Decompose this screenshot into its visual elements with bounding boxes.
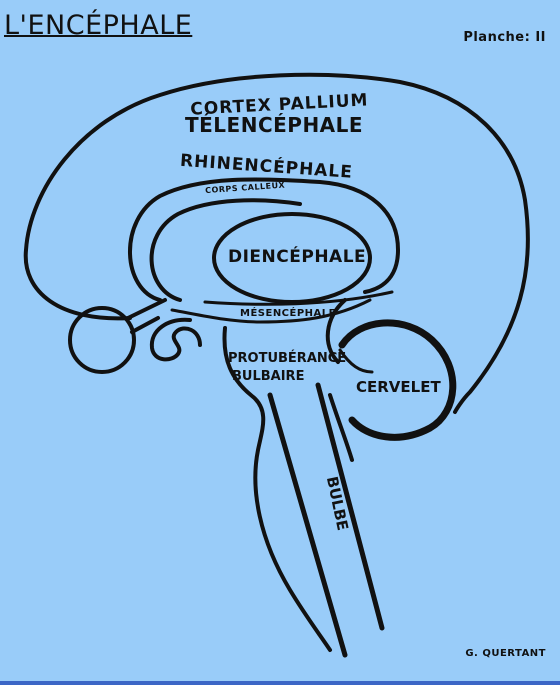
label-mesencephale: MÉSENCÉPHALE [240, 306, 336, 319]
label-telencephale: TÉLENCÉPHALE [185, 113, 363, 137]
label-bulbe: BULBE [323, 475, 352, 532]
label-diencephale: DIENCÉPHALE [228, 245, 366, 267]
pituitary-outline [152, 320, 200, 360]
author-signature: G. QUERTANT [465, 648, 546, 659]
label-protuberance: PROTUBÉRANCE [228, 350, 346, 366]
label-bulbaire: BULBAIRE [232, 369, 304, 384]
label-cervelet: CERVELET [356, 378, 441, 396]
